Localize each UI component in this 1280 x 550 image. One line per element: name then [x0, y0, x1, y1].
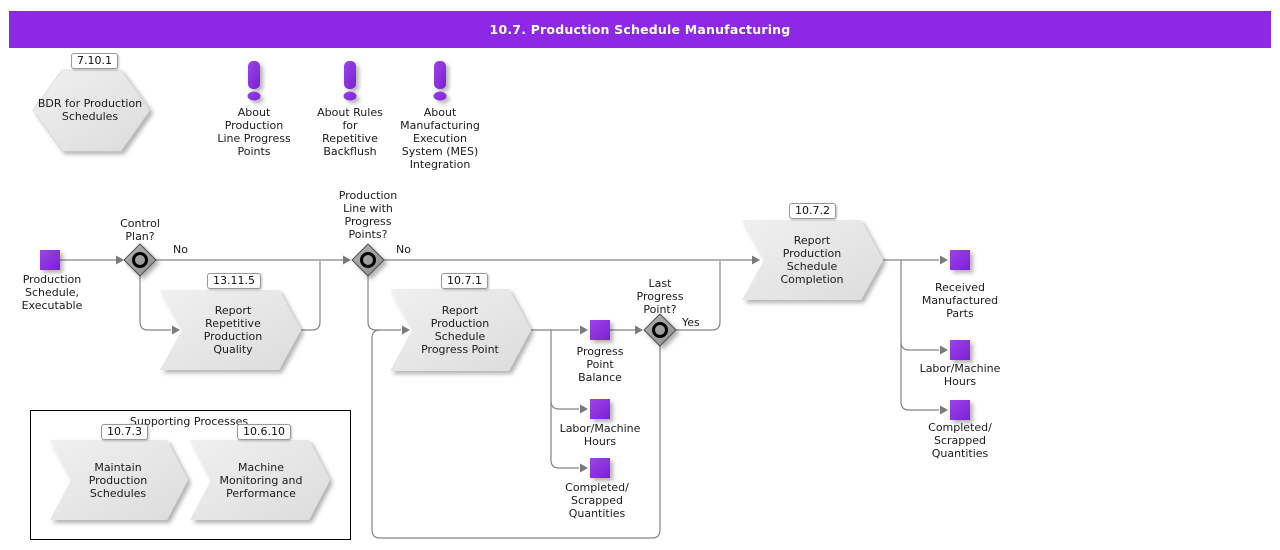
decision1-label: Control Plan?: [120, 217, 160, 243]
step-report-repetitive-production-quality[interactable]: [160, 290, 301, 370]
supporting-step2-label[interactable]: Machine Monitoring and Performance: [219, 461, 303, 500]
step-report-production-schedule-completion[interactable]: [742, 220, 883, 300]
right-output1-label: Received Manufactured Parts: [921, 281, 999, 320]
step1-label[interactable]: Report Repetitive Production Quality: [203, 304, 263, 356]
step-machine-monitoring-and-performance[interactable]: [190, 440, 330, 520]
badge-supporting-step1: 10.7.3: [101, 424, 148, 440]
step2-label[interactable]: Report Production Schedule Progress Poin…: [421, 304, 499, 356]
connector-arrowheads: [116, 255, 948, 473]
about-rules-for-repetitive-backflush-icon[interactable]: [343, 61, 357, 101]
bdr-label[interactable]: BDR for Production Schedules: [37, 97, 143, 123]
note-mes-integration[interactable]: About Manufacturing Execution System (ME…: [400, 106, 480, 171]
artifact-received-manufactured-parts: [950, 250, 970, 270]
about-production-line-progress-points-icon[interactable]: [247, 61, 261, 101]
right-output3-label: Completed/ Scrapped Quantities: [928, 421, 992, 460]
step3-label[interactable]: Report Production Schedule Completion: [780, 234, 844, 286]
badge-step2: 10.7.1: [441, 273, 488, 289]
artifact-labor-machine-hours-mid: [590, 399, 610, 419]
step-maintain-production-schedules[interactable]: [50, 440, 188, 520]
note-rules-repetitive-backflush[interactable]: About Rules for Repetitive Backflush: [317, 106, 383, 158]
supporting-step1-label[interactable]: Maintain Production Schedules: [88, 461, 148, 500]
title-bar: 10.7. Production Schedule Manufacturing: [9, 11, 1271, 48]
artifact-production-schedule-executable: [40, 250, 60, 270]
mid-output1-label: Progress Point Balance: [576, 345, 624, 384]
mid-output2-label: Labor/Machine Hours: [559, 422, 641, 448]
decision2-branch-label: No: [396, 243, 411, 256]
step-report-production-schedule-progress-point[interactable]: [390, 289, 531, 371]
decision-production-line-with-progress-points: [351, 243, 385, 277]
artifact-completed-scrapped-quantities-mid: [590, 458, 610, 478]
page-title: 10.7. Production Schedule Manufacturing: [489, 22, 791, 37]
decision3-label: Last Progress Point?: [636, 277, 684, 316]
connector-lines: [60, 259, 939, 539]
decision-control-plan: [123, 243, 157, 277]
badge-supporting-step2: 10.6.10: [237, 424, 291, 440]
decision-last-progress-point: [643, 313, 677, 347]
artifact-progress-point-balance: [590, 320, 610, 340]
input-label: Production Schedule, Executable: [21, 273, 83, 312]
about-mes-integration-icon[interactable]: [433, 61, 447, 101]
mid-output3-label: Completed/ Scrapped Quantities: [565, 481, 629, 520]
decision3-branch-label: Yes: [682, 316, 700, 329]
decision1-branch-label: No: [173, 243, 188, 256]
artifact-completed-scrapped-quantities-right: [950, 400, 970, 420]
badge-bdr: 7.10.1: [71, 53, 118, 69]
note-production-line-progress-points[interactable]: About Production Line Progress Points: [217, 106, 291, 158]
bdr-hexagon[interactable]: [32, 69, 151, 152]
artifact-labor-machine-hours-right: [950, 340, 970, 360]
right-output2-label: Labor/Machine Hours: [919, 362, 1001, 388]
badge-step3: 10.7.2: [789, 203, 836, 219]
badge-step1: 13.11.5: [207, 273, 261, 289]
decision2-label: Production Line with Progress Points?: [338, 189, 398, 241]
